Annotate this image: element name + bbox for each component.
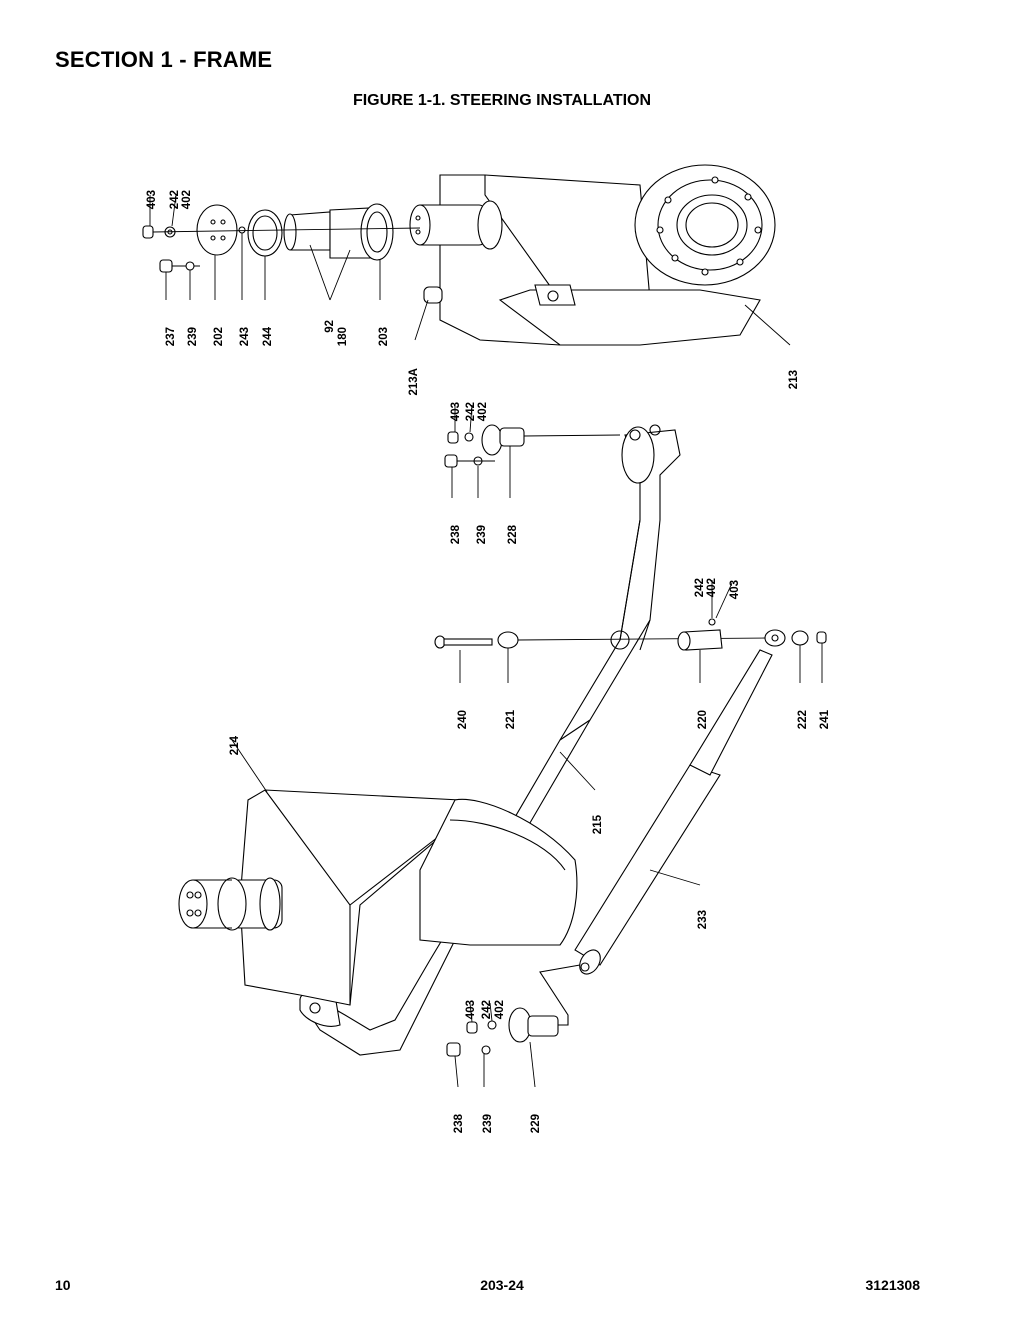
callout-213: 213 xyxy=(788,370,800,389)
callout-240: 240 xyxy=(457,710,469,729)
housing-213 xyxy=(409,164,776,346)
callout-238: 238 xyxy=(453,1113,465,1133)
callout-237: 237 xyxy=(165,327,177,346)
leader-lines xyxy=(149,194,823,1088)
callout-403: 403 xyxy=(450,402,462,421)
callout-92: 92 xyxy=(324,320,336,333)
callout-213A: 213A xyxy=(408,368,420,396)
steering-arm-215 xyxy=(299,424,681,1056)
callout-221: 221 xyxy=(505,709,517,729)
callout-243: 243 xyxy=(239,327,251,346)
callout-402: 402 xyxy=(494,1000,506,1019)
page-number: 10 xyxy=(55,1277,71,1293)
callout-241: 241 xyxy=(819,709,831,729)
callout-244: 244 xyxy=(262,326,274,346)
callout-222: 222 xyxy=(797,710,809,729)
callout-238: 238 xyxy=(450,524,462,544)
callout-403: 403 xyxy=(465,1000,477,1019)
callout-239: 239 xyxy=(187,327,199,346)
callout-180: 180 xyxy=(337,327,349,346)
callout-242: 242 xyxy=(481,1000,493,1019)
callout-239: 239 xyxy=(476,525,488,544)
callout-403: 403 xyxy=(146,190,158,209)
callout-233: 233 xyxy=(697,910,709,929)
callout-402: 402 xyxy=(477,402,489,421)
callout-242: 242 xyxy=(169,190,181,209)
document-code: 203-24 xyxy=(480,1277,524,1293)
housing-214 xyxy=(178,789,578,1006)
callout-242: 242 xyxy=(694,578,706,597)
callouts: 403 242 402 237 239 202 243 244 92 180 2… xyxy=(146,190,831,1133)
callout-203: 203 xyxy=(378,327,390,346)
callout-228: 228 xyxy=(507,524,519,544)
callout-214: 214 xyxy=(229,735,241,755)
callout-403: 403 xyxy=(729,580,741,599)
callout-402: 402 xyxy=(181,190,193,209)
callout-215: 215 xyxy=(592,814,604,834)
callout-229: 229 xyxy=(530,1114,542,1133)
part-number: 3121308 xyxy=(865,1277,920,1293)
callout-402: 402 xyxy=(706,578,718,597)
middle-hardware xyxy=(434,424,827,1057)
callout-239: 239 xyxy=(482,1114,494,1133)
figure-title: FIGURE 1-1. STEERING INSTALLATION xyxy=(352,92,652,109)
callout-242: 242 xyxy=(465,402,477,421)
callout-220: 220 xyxy=(697,710,709,729)
upper-hardware xyxy=(142,203,421,273)
cylinder-233 xyxy=(574,629,786,975)
callout-202: 202 xyxy=(213,327,225,346)
section-title: SECTION 1 - FRAME xyxy=(55,47,273,72)
